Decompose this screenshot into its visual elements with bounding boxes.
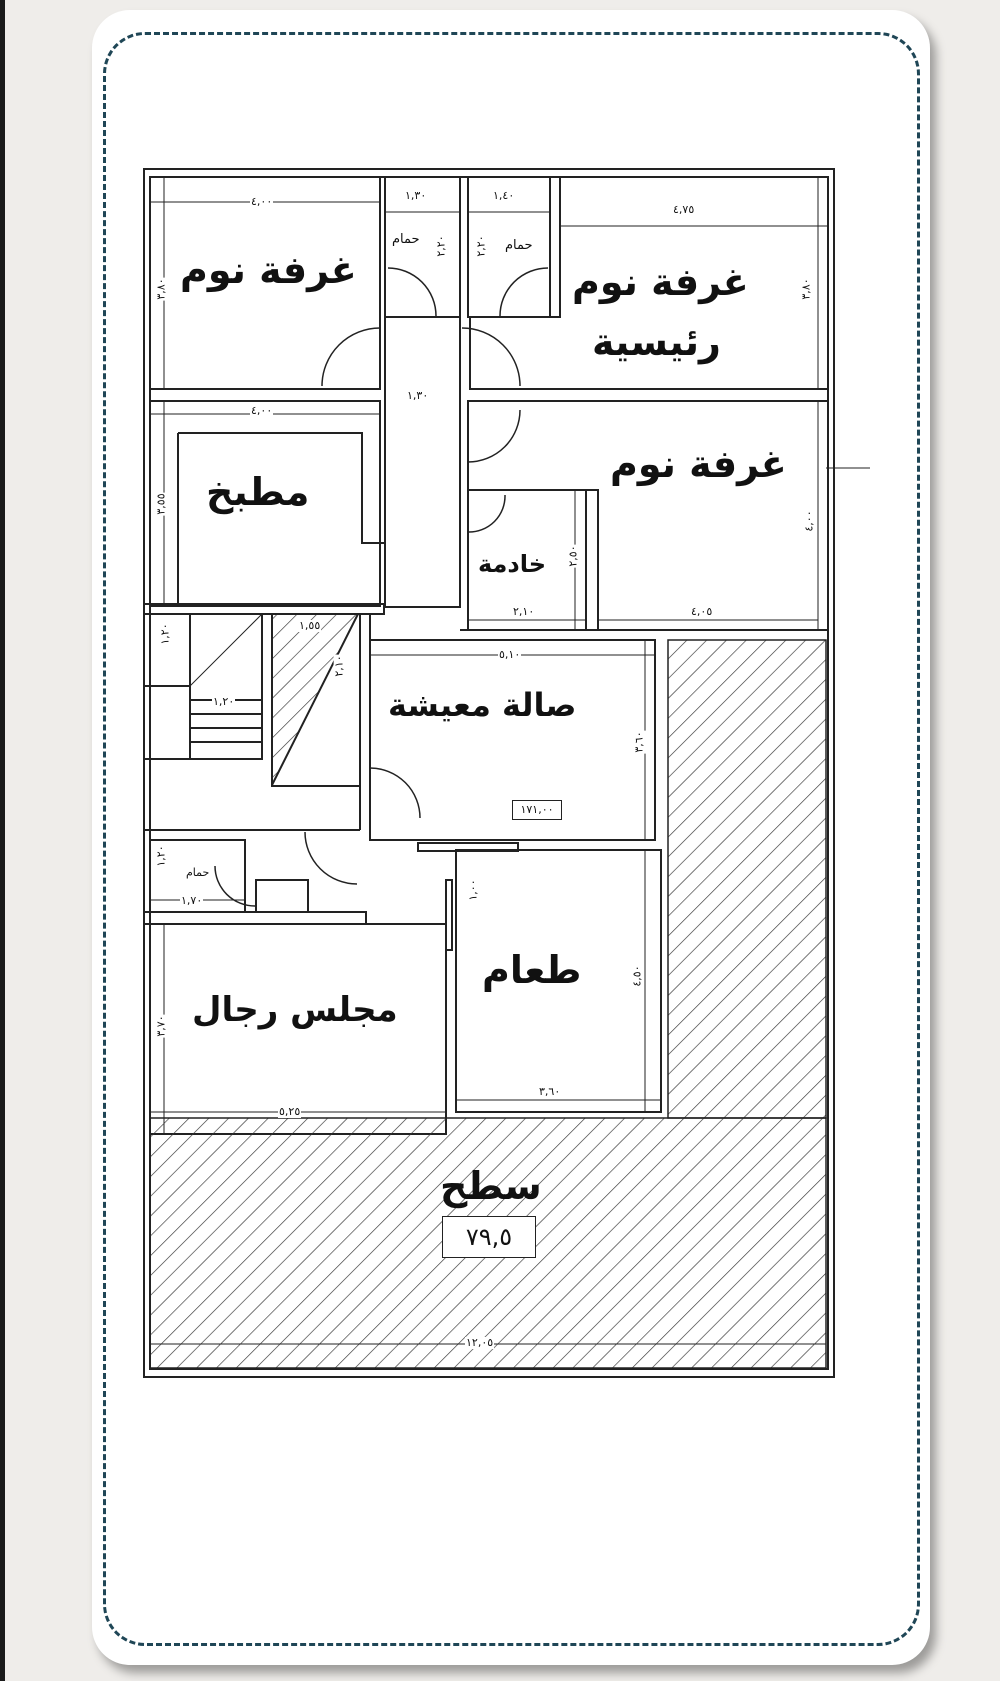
total-area-box: ١٧١,٠٠ xyxy=(512,800,562,820)
dim-living-length: ٣,٦٠ xyxy=(632,730,646,754)
room-label-living-hall: صالة معيشة xyxy=(388,686,577,724)
dim-master-width: ٤,٧٥ xyxy=(672,203,696,216)
dim-stairwell-length: ٢,١٠ xyxy=(332,654,346,678)
dim-roof-width: ١٢,٠٥ xyxy=(465,1336,495,1349)
dim-bathroom-3-length: ١,٢٠ xyxy=(154,844,168,868)
dim-bathroom-2-width: ١,٤٠ xyxy=(492,189,516,202)
dim-maid-length: ٢,٥٠ xyxy=(566,544,580,568)
room-label-bathroom-2: حمام xyxy=(505,238,533,253)
dim-living-width: ٥,١٠ xyxy=(498,648,522,661)
dim-bedroom-1-width: ٤,٠٠ xyxy=(250,195,274,208)
dim-dining-width: ٣,٦٠ xyxy=(538,1085,562,1098)
dim-kitchen-width: ٤,٠٠ xyxy=(250,404,274,417)
dim-stairs-width: ١,٢٠ xyxy=(158,622,172,646)
dim-bathroom-3-width: ١,٧٠ xyxy=(180,894,204,907)
dim-stairwell-width: ١,٥٥ xyxy=(298,619,322,632)
dim-bedroom-1-length: ٣,٨٠ xyxy=(154,277,168,301)
dim-bedroom-2-width: ٤,٠٥ xyxy=(690,605,714,618)
dim-majlis-width: ٥,٢٥ xyxy=(278,1105,302,1118)
room-label-mens-majlis: مجلس رجال xyxy=(192,990,398,1030)
dim-majlis-length: ٣,٧٠ xyxy=(154,1014,168,1038)
dim-dining-length: ٤,٥٠ xyxy=(630,964,644,988)
room-label-master-bedroom: غرفة نوم xyxy=(572,260,749,304)
dim-stairs-landing: ١,٢٠ xyxy=(212,695,236,708)
screen-edge xyxy=(0,0,5,1681)
dim-bathroom-2-length: ٢,٢٠ xyxy=(474,234,488,258)
room-label-master-bedroom-line2: رئيسية xyxy=(592,320,721,364)
dim-kitchen-length: ٣,٥٥ xyxy=(154,492,168,516)
room-label-bathroom-3: حمام xyxy=(186,866,210,879)
dim-entrance-depth: ١,٠٠ xyxy=(466,878,480,902)
dim-bathroom-1-width: ١,٣٠ xyxy=(404,189,428,202)
room-label-bedroom-1: غرفة نوم xyxy=(180,248,357,292)
dim-maid-width: ٢,١٠ xyxy=(512,605,536,618)
dim-bathroom-1-length: ٢,٢٠ xyxy=(434,234,448,258)
dim-corridor-width: ١,٣٠ xyxy=(406,389,430,402)
dashed-frame xyxy=(103,32,920,1646)
room-label-bathroom-1: حمام xyxy=(392,232,420,247)
roof-area-box: ٧٩,٥ xyxy=(442,1216,536,1258)
room-label-roof: سطح xyxy=(440,1164,542,1208)
room-label-bedroom-2: غرفة نوم xyxy=(610,442,787,486)
room-label-kitchen: مطبخ xyxy=(206,470,310,514)
room-label-dining: طعام xyxy=(482,948,582,992)
dim-master-length: ٣,٨٠ xyxy=(799,277,813,301)
room-label-maid: خادمة xyxy=(478,550,547,578)
dim-bedroom-2-length: ٤,٠٠ xyxy=(802,509,816,533)
